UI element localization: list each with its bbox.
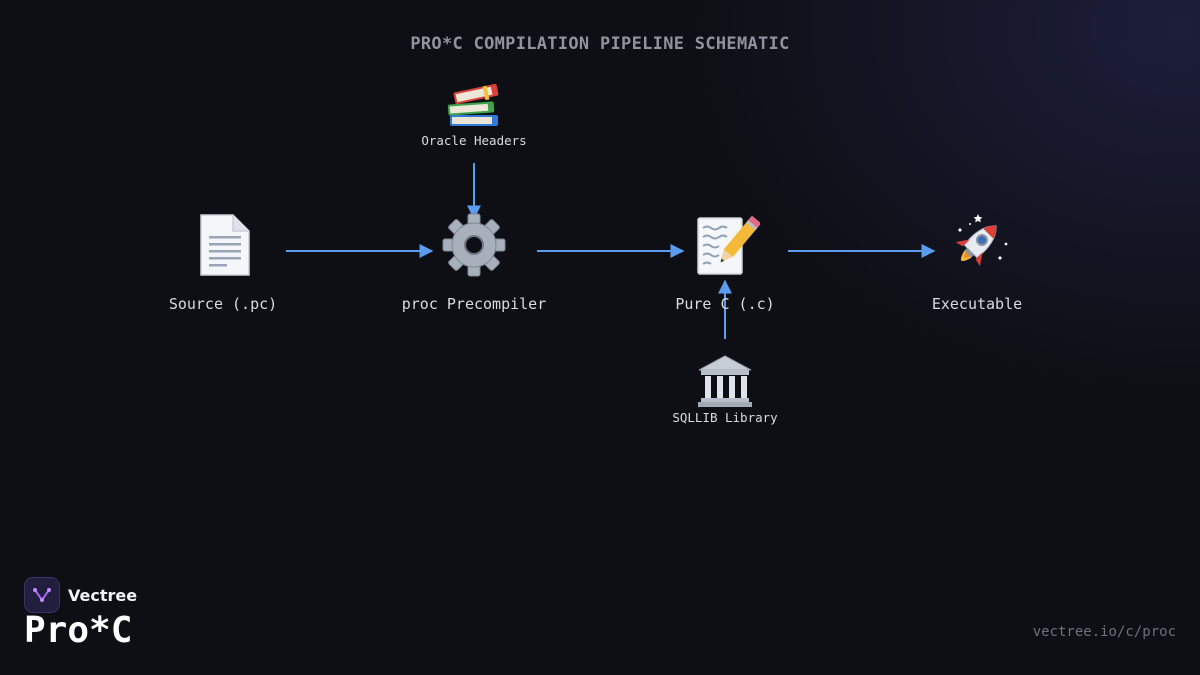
vectree-logo-icon xyxy=(24,577,60,613)
rocket-icon xyxy=(937,210,1017,280)
page-icon xyxy=(184,210,264,280)
source-label: Source (.pc) xyxy=(168,295,278,313)
brand-name: Vectree xyxy=(68,585,138,605)
product-name: Pro*C xyxy=(24,610,133,651)
brand: Vectree xyxy=(24,577,137,613)
books-icon xyxy=(434,68,514,138)
precompiler-label: proc Precompiler xyxy=(401,295,547,313)
memo-icon xyxy=(685,210,765,280)
sqllib-label: SQLLIB Library xyxy=(672,410,778,425)
source-url: vectree.io/c/proc xyxy=(1032,624,1176,640)
diagram-title: PRO*C COMPILATION PIPELINE SCHEMATIC xyxy=(410,34,790,54)
gear-icon xyxy=(434,210,514,280)
classical-building-icon xyxy=(685,345,765,415)
purec-label: Pure C (.c) xyxy=(675,295,775,313)
oracle-headers-label: Oracle Headers xyxy=(421,133,527,148)
executable-label: Executable xyxy=(931,295,1023,313)
